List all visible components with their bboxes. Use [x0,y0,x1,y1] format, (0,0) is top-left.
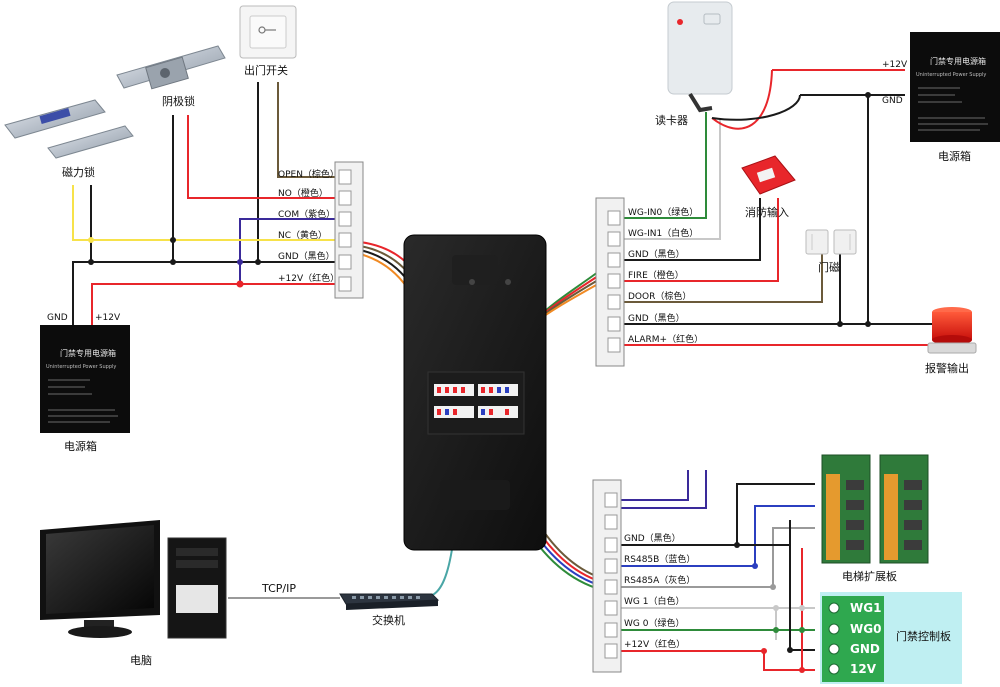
right-bottom-terminal-block [592,479,622,673]
psu-right-gnd: GND [882,96,903,106]
wire-gnd-left [72,261,335,325]
card-reader-label: 读卡器 [655,113,688,127]
network-switch: 交换机 [339,593,440,627]
label-rs485a: RS485A（灰色） [624,574,695,586]
psu-left-label: 电源箱 [64,439,97,453]
psu-right: 门禁专用电源箱 Uninterrupted Power Supply +12V … [882,32,1000,163]
label-12v-b: +12V（红色） [624,638,685,650]
computer-label: 电脑 [130,654,152,667]
access-terminal-wg1: WG1 [850,601,881,615]
fire-input: 消防输入 [741,155,796,219]
access-terminal-gnd: GND [850,642,880,656]
wire-open [277,82,335,178]
access-terminal-wg0: WG0 [850,622,881,636]
wire-nc [72,185,335,241]
access-board: WG1 WG0 GND 12V 门禁控制板 [820,592,962,684]
label-alarm: ALARM+（红色） [628,333,703,345]
label-fire: FIRE（橙色） [628,269,684,281]
label-wg-in1: WG-IN1（白色） [628,227,698,239]
psu-right-12v: +12V [882,60,908,70]
psu-right-subtitle: Uninterrupted Power Supply [916,72,986,78]
right-bottom-wires [620,470,815,673]
strike-lock-label: 阴极锁 [162,94,195,108]
label-gnd-b: GND（黑色） [624,532,681,544]
label-gnd-1: GND（黑色） [628,248,685,260]
label-no: NO（橙色） [278,187,328,199]
psu-left-gnd: GND [47,313,68,323]
label-wg-in0: WG-IN0（绿色） [628,206,698,218]
label-rs485b: RS485B（蓝色） [624,553,695,565]
psu-left: 门禁专用电源箱 Uninterrupted Power Supply GND +… [40,313,130,453]
door-sensor: 门磁 [805,229,857,274]
label-wg0: WG 0（绿色） [624,617,684,629]
door-sensor-label: 门磁 [818,260,840,274]
label-open: OPEN（棕色） [278,168,339,180]
computer: 电脑 [40,520,227,667]
exit-button: 出门开关 [239,5,297,77]
alarm-output-label: 报警输出 [925,361,969,375]
magnetic-lock: 磁力锁 [4,99,134,179]
right-top-terminal-block [595,197,625,367]
strike-lock: 阴极锁 [116,45,226,108]
label-12v: +12V（红色） [278,272,339,284]
elevator-board: 电梯扩展板 [821,454,929,583]
left-terminal-block [334,161,364,299]
right-bottom-terminal-labels: GND（黑色） RS485B（蓝色） RS485A（灰色） WG 1（白色） W… [624,532,695,650]
magnetic-lock-label: 磁力锁 [62,165,95,179]
label-com: COM（紫色） [278,208,335,220]
psu-left-title: 门禁专用电源箱 [60,348,116,358]
psu-right-title: 门禁专用电源箱 [930,56,986,66]
access-board-label: 门禁控制板 [896,629,951,643]
psu-right-label: 电源箱 [938,149,971,163]
label-door: DOOR（棕色） [628,290,691,302]
psu-left-subtitle: Uninterrupted Power Supply [46,364,116,370]
psu-left-12v: +12V [95,313,121,323]
label-wg1: WG 1（白色） [624,595,684,607]
left-terminal-labels: OPEN（棕色） NO（橙色） COM（紫色） NC（黄色） GND（黑色） +… [278,168,339,284]
access-terminal-12v: 12V [850,662,877,676]
right-top-terminal-labels: WG-IN0（绿色） WG-IN1（白色） GND（黑色） FIRE（橙色） D… [628,206,703,345]
wire-12v-left [91,283,335,325]
right-top-wires [620,69,935,346]
wire-no [187,115,335,199]
elevator-board-label: 电梯扩展板 [842,569,897,583]
alarm-light: 报警输出 [925,307,977,375]
label-gnd-2: GND（黑色） [628,312,685,324]
label-nc: NC（黄色） [278,229,327,241]
card-reader: 读卡器 [655,1,733,127]
label-gnd: GND（黑色） [278,250,335,262]
exit-button-label: 出门开关 [244,63,288,77]
tcp-ip-label: TCP/IP [261,582,296,595]
left-wires [72,82,335,325]
controller-panel [403,234,547,551]
fire-input-label: 消防输入 [745,205,789,219]
switch-label: 交换机 [372,613,405,627]
